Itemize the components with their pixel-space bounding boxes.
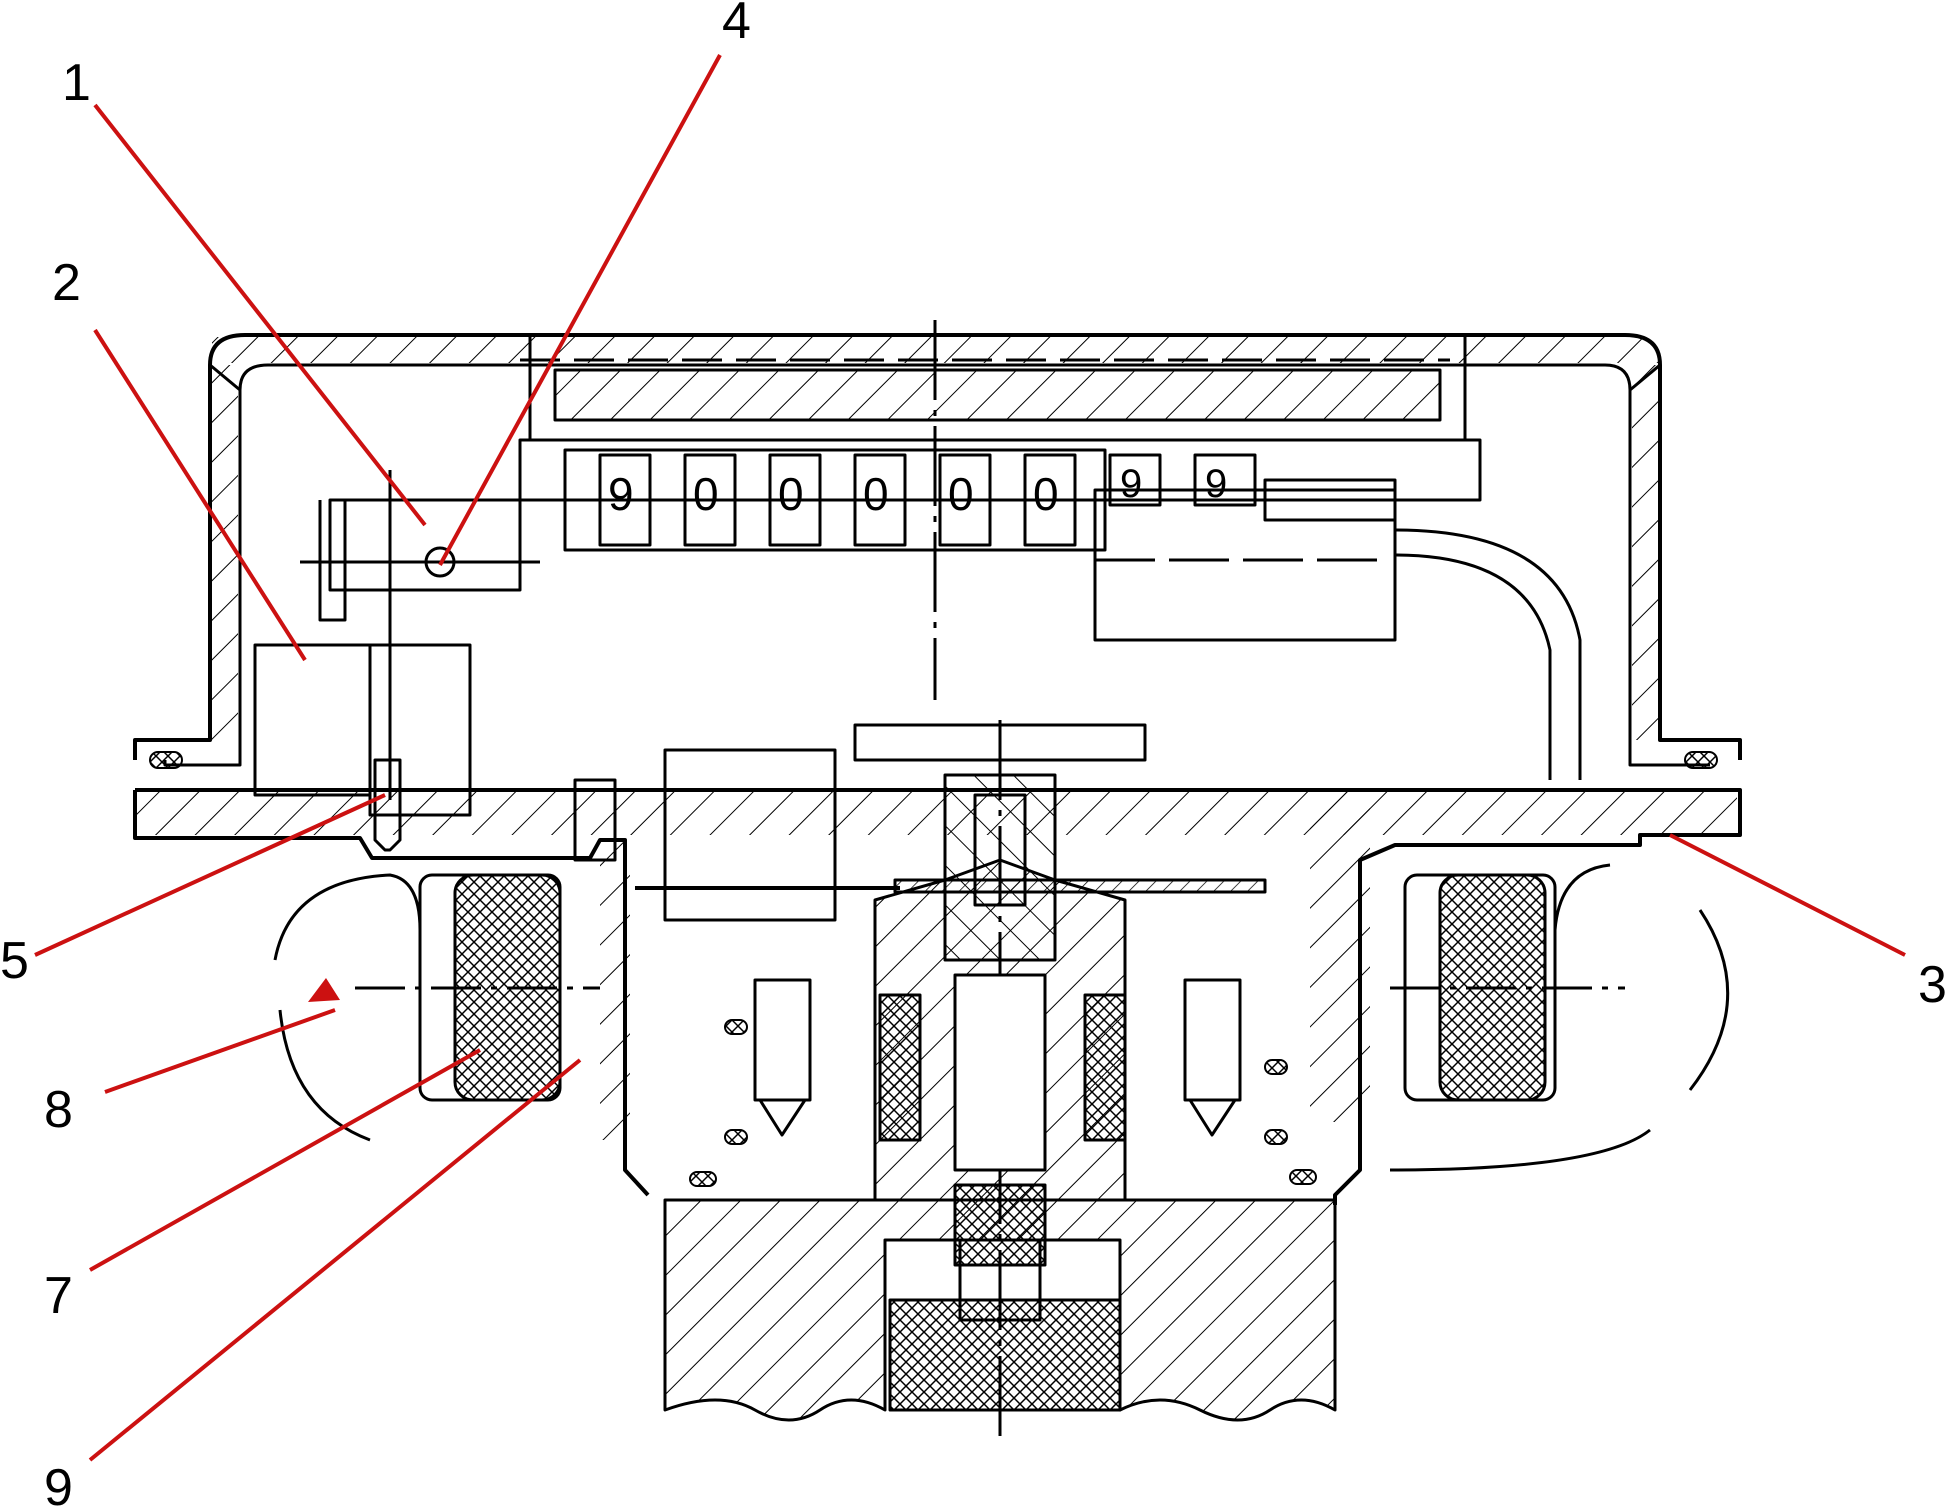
counter-drum-5 — [938, 453, 992, 547]
reed-switch-housing — [1093, 478, 1582, 780]
left-knurled-wheel — [273, 873, 600, 1142]
callout-1: 1 — [62, 54, 91, 112]
counter-drum-1 — [598, 453, 652, 547]
callout-5: 5 — [0, 932, 29, 990]
leader-line-2 — [93, 328, 307, 662]
leader-line-3 — [1669, 833, 1906, 957]
counter-digit-4: 0 — [863, 468, 889, 520]
arrowhead-8 — [308, 978, 340, 1002]
counter-digit-glyphs: 9 0 0 0 0 0 9 9 — [608, 462, 1227, 520]
counter-drum-4 — [853, 453, 907, 547]
leader-line-4 — [438, 54, 722, 566]
counter-digit-8: 9 — [1205, 462, 1227, 506]
counter-drum-8 — [1193, 453, 1257, 507]
counter-drum-2 — [683, 453, 737, 547]
counter-digit-6: 0 — [1033, 468, 1059, 520]
leader-line-5 — [34, 793, 386, 957]
leader-line-7 — [89, 1048, 481, 1272]
counter-drum-3 — [768, 453, 822, 547]
callout-7: 7 — [44, 1267, 73, 1325]
counter-digit-3: 0 — [778, 468, 804, 520]
counter-drums — [563, 448, 1257, 552]
counter-drum-7 — [1108, 453, 1162, 507]
leader-line-9 — [88, 1058, 582, 1462]
counter-digit-2: 0 — [693, 468, 719, 520]
magnetic-coupling — [873, 773, 1127, 1267]
right-knurled-wheel — [1389, 863, 1730, 1172]
counter-digit-7: 9 — [1120, 462, 1142, 506]
counter-digit-5: 0 — [948, 468, 974, 520]
callout-9: 9 — [44, 1459, 73, 1507]
callout-4: 4 — [722, 0, 751, 50]
display-window-frame — [518, 335, 1482, 502]
pulse-sensor-assembly — [253, 470, 540, 852]
mounting-screws — [573, 778, 1242, 1137]
callout-8: 8 — [44, 1081, 73, 1139]
counter-digit-1: 9 — [608, 468, 634, 520]
counter-drum-6 — [1023, 453, 1077, 547]
o-ring-seals — [149, 751, 1718, 1187]
leader-lines — [34, 54, 1906, 1462]
lower-body — [663, 1198, 1337, 1422]
callout-2: 2 — [52, 254, 81, 312]
leader-line-1 — [93, 103, 427, 527]
leader-line-8 — [104, 1008, 336, 1094]
callout-3: 3 — [1918, 956, 1947, 1014]
